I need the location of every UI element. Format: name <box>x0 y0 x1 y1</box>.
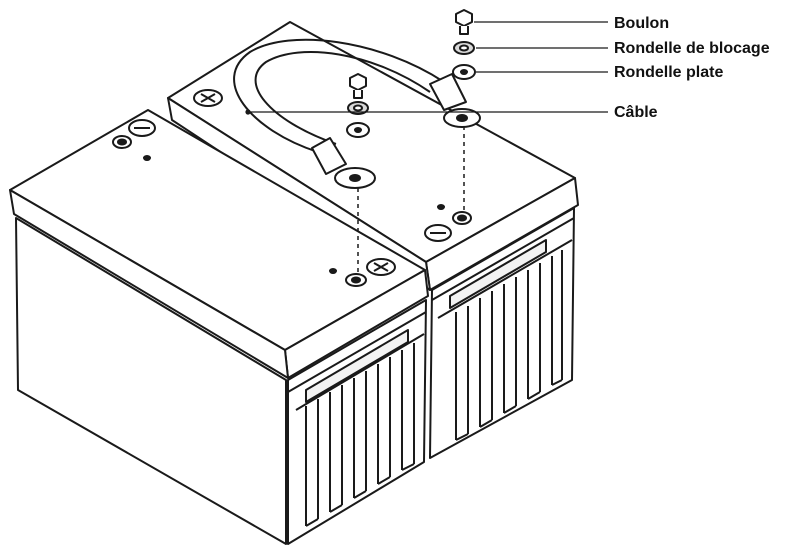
hardware-stack-right <box>452 9 476 212</box>
callout-leaders <box>245 21 608 115</box>
cable <box>233 38 481 189</box>
bolt-right <box>455 9 473 35</box>
hardware-stack-left <box>346 73 370 272</box>
battery-left-body-front <box>287 299 427 545</box>
label-bolt: Boulon <box>614 15 669 32</box>
bolt-left <box>349 73 367 99</box>
right-positive-terminal <box>193 89 223 107</box>
label-flat-washer: Rondelle plate <box>614 64 723 81</box>
battery-right-body-front <box>429 207 575 459</box>
cable-lug-right <box>429 73 467 111</box>
battery-left-lid-side <box>9 189 289 379</box>
battery-right <box>167 21 579 459</box>
callout-labels: Boulon Rondelle de blocage Rondelle plat… <box>614 15 770 121</box>
battery-left <box>9 109 429 545</box>
battery-left-ribs <box>305 343 415 527</box>
label-cable: Câble <box>614 104 658 121</box>
label-lock-washer: Rondelle de blocage <box>614 40 770 57</box>
cable-lug-left <box>311 137 347 175</box>
cable-body <box>233 38 445 153</box>
left-positive-terminal <box>366 258 396 276</box>
battery-right-ribs <box>455 250 563 441</box>
battery-left-body-side <box>15 217 287 545</box>
